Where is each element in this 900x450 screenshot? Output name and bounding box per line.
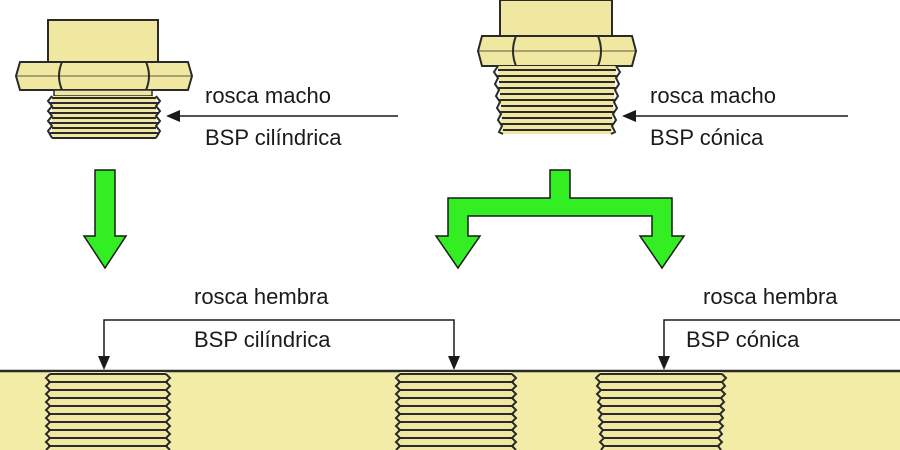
label-male-tapered-standard: BSP cónica xyxy=(650,125,764,150)
leader-female-cylindrical xyxy=(98,319,460,370)
male-fitting-cylindrical xyxy=(14,19,194,139)
male-fitting-tapered xyxy=(476,0,638,135)
leader-male-cylindrical xyxy=(166,110,398,122)
label-female-tapered-type: rosca hembra xyxy=(703,284,838,309)
label-female-cylindrical-standard: BSP cilíndrica xyxy=(194,327,331,352)
label-male-tapered-type: rosca macho xyxy=(650,83,776,108)
female-thread-cylindrical-left xyxy=(44,372,172,450)
leader-female-tapered xyxy=(658,319,900,370)
label-male-cylindrical-type: rosca macho xyxy=(205,83,331,108)
leader-male-tapered xyxy=(622,110,848,122)
female-thread-tapered xyxy=(594,372,728,450)
green-down-arrow-icon xyxy=(82,169,128,270)
label-female-cylindrical-type: rosca hembra xyxy=(194,284,329,309)
label-female-tapered-standard: BSP cónica xyxy=(686,327,800,352)
label-male-cylindrical-standard: BSP cilíndrica xyxy=(205,125,342,150)
green-branch-arrow-icon xyxy=(434,169,686,270)
female-thread-cylindrical-right xyxy=(394,372,518,450)
